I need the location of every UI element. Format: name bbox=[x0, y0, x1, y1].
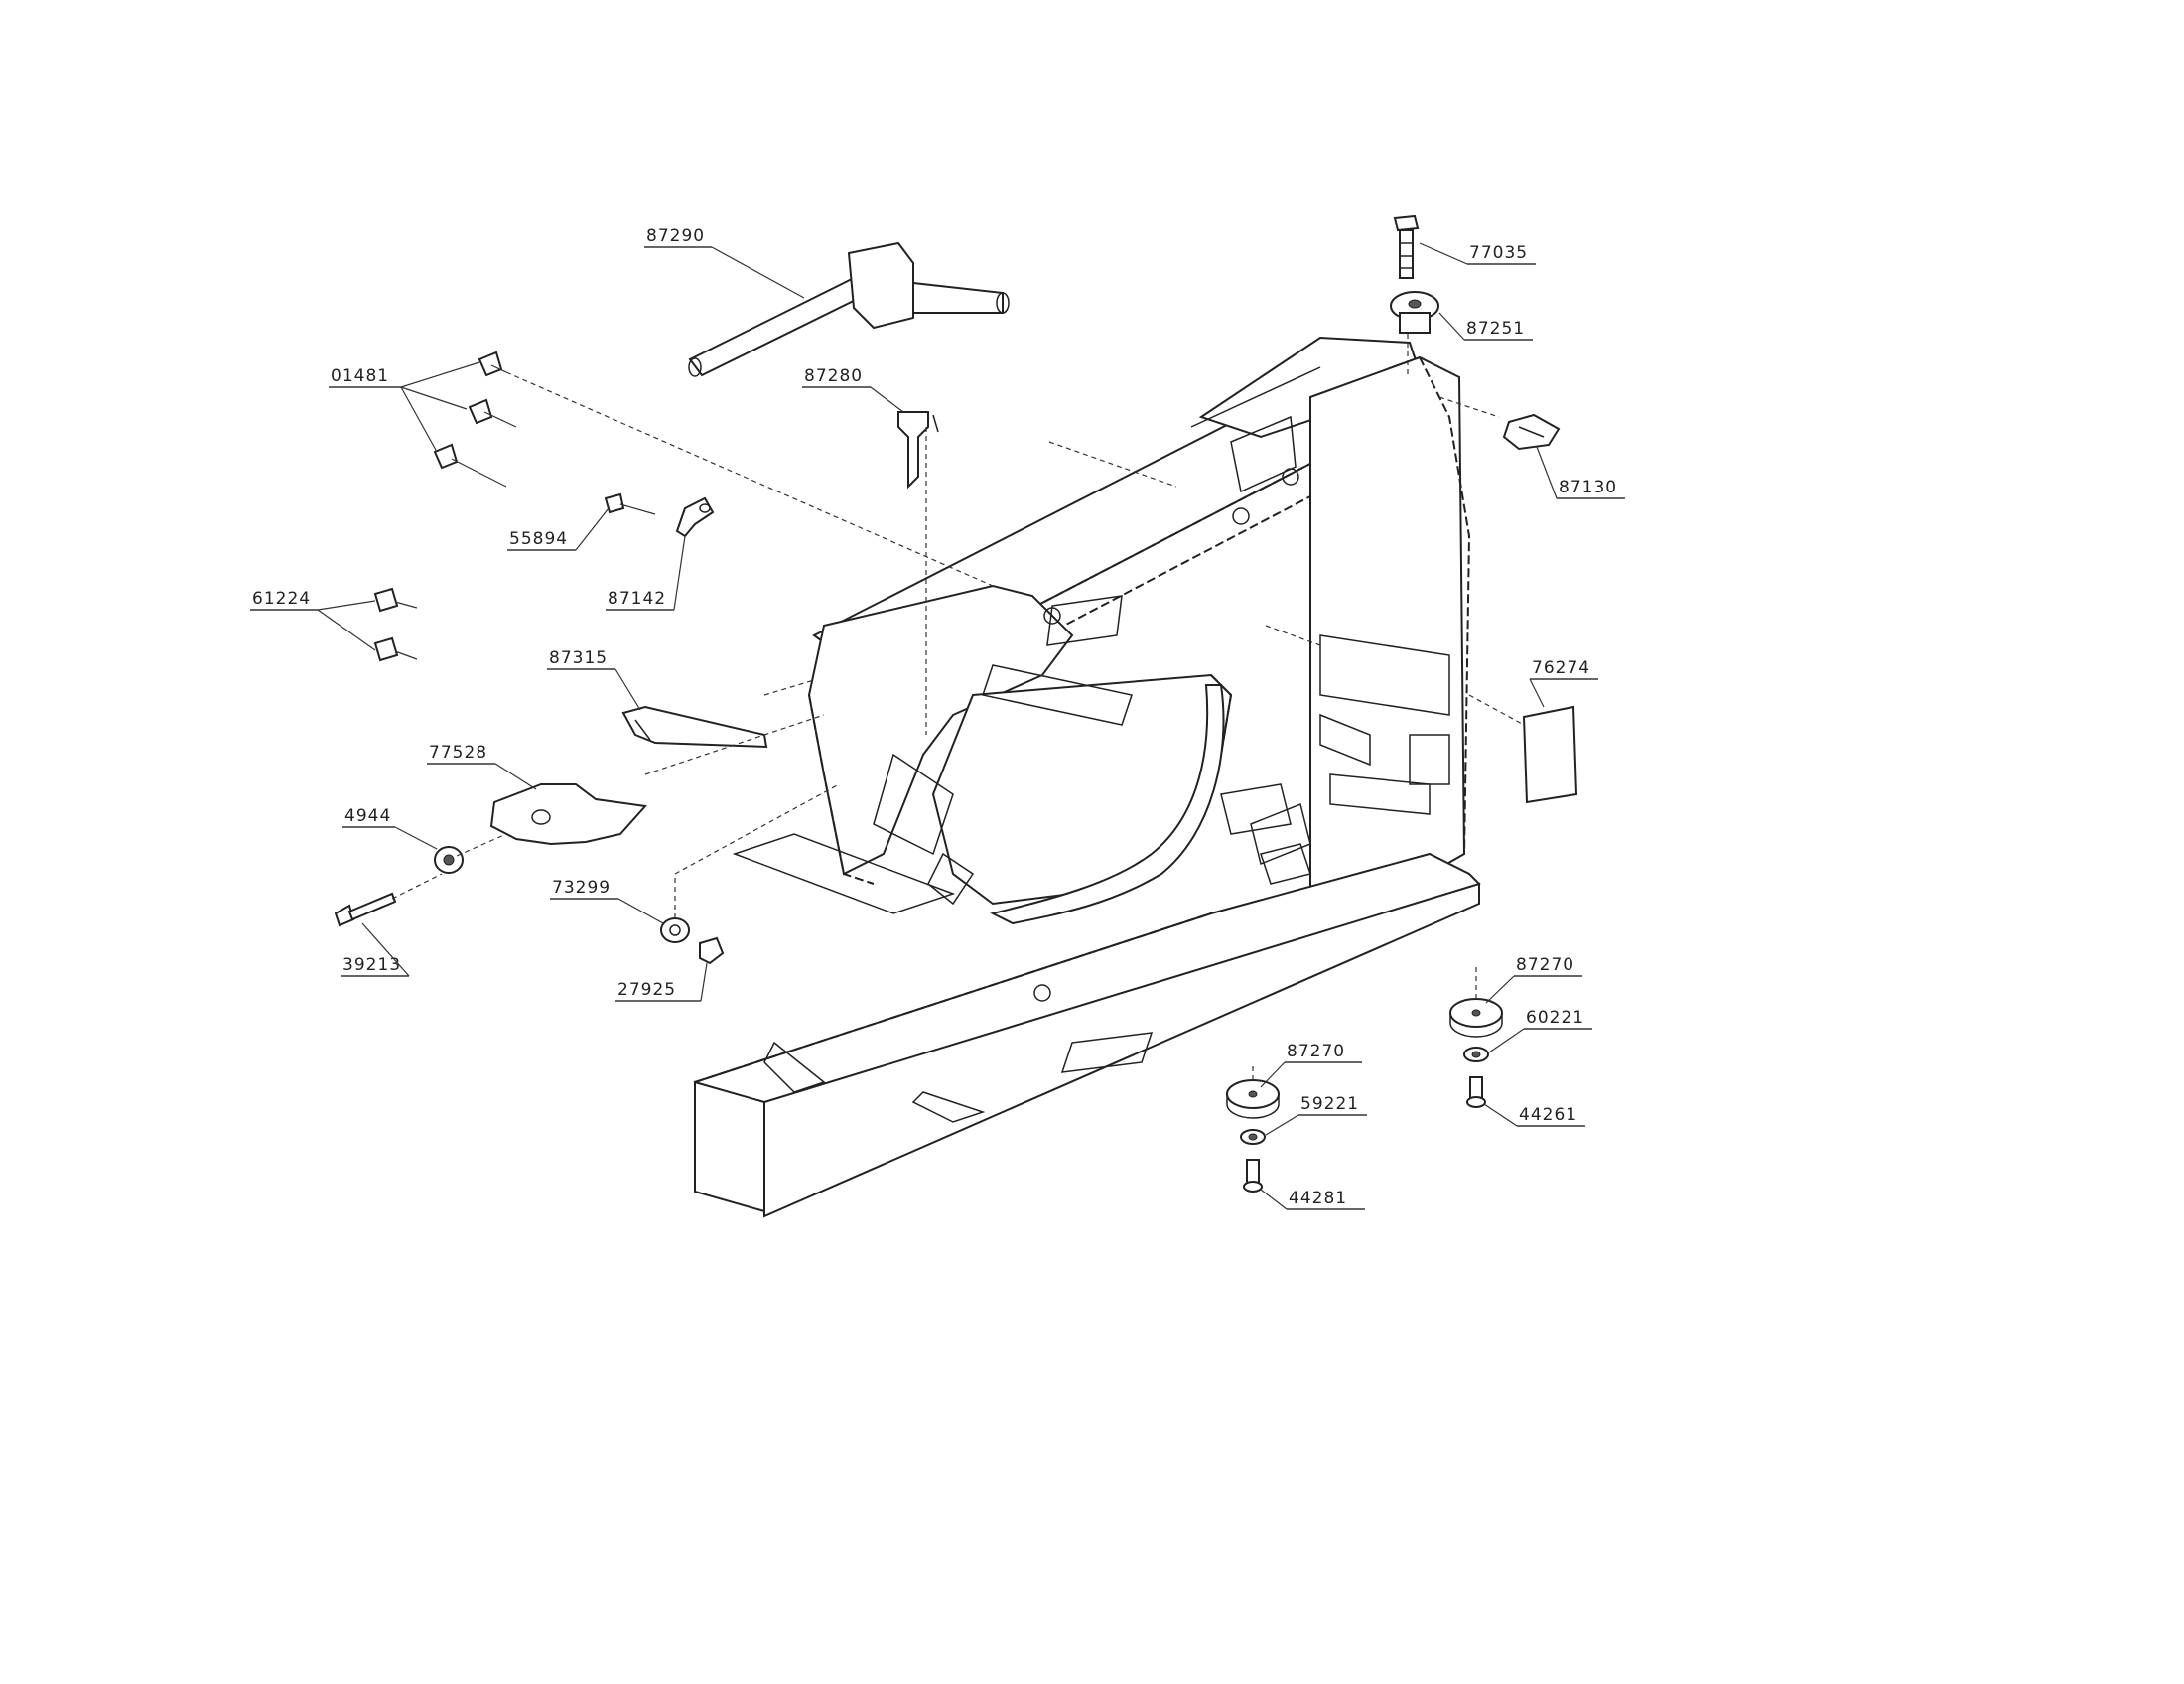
foot-set-a bbox=[1226, 1079, 1280, 1193]
part-label-87142: 87142 bbox=[606, 535, 686, 611]
lever-87315 bbox=[621, 705, 768, 749]
rod-87290 bbox=[688, 241, 1010, 377]
part-label-01481: 01481 bbox=[329, 361, 480, 453]
screws-01481 bbox=[433, 351, 517, 488]
svg-text:59221: 59221 bbox=[1300, 1094, 1359, 1114]
svg-text:87130: 87130 bbox=[1559, 478, 1617, 497]
svg-text:77035: 77035 bbox=[1469, 243, 1528, 263]
part-label-77035: 77035 bbox=[1419, 242, 1536, 265]
svg-text:87290: 87290 bbox=[646, 226, 705, 246]
part-label-55894: 55894 bbox=[507, 507, 610, 551]
clip-87130 bbox=[1502, 413, 1561, 451]
bushing-87251 bbox=[1390, 291, 1439, 334]
part-label-60221: 60221 bbox=[1488, 1008, 1592, 1053]
svg-text:87270: 87270 bbox=[1516, 955, 1574, 975]
screw-55894 bbox=[604, 492, 656, 515]
svg-text:87315: 87315 bbox=[549, 648, 608, 668]
part-label-87270-a: 87270 bbox=[1260, 1042, 1362, 1088]
part-label-87251: 87251 bbox=[1438, 312, 1533, 341]
part-label-44281-a: 44281 bbox=[1260, 1189, 1365, 1210]
screws-61224 bbox=[373, 587, 418, 662]
plate-77528 bbox=[489, 783, 647, 846]
part-label-73299: 73299 bbox=[550, 878, 664, 924]
svg-text:60221: 60221 bbox=[1526, 1008, 1584, 1028]
svg-text:01481: 01481 bbox=[331, 366, 389, 386]
part-label-76274: 76274 bbox=[1529, 658, 1598, 708]
svg-text:87270: 87270 bbox=[1287, 1042, 1345, 1061]
part-label-39213: 39213 bbox=[341, 922, 410, 977]
nut-73299 bbox=[660, 917, 690, 943]
svg-text:55894: 55894 bbox=[509, 529, 568, 549]
screw-77035 bbox=[1393, 214, 1420, 279]
part-label-59221-a: 59221 bbox=[1265, 1094, 1367, 1136]
svg-text:77528: 77528 bbox=[429, 743, 487, 763]
part-label-4944: 4944 bbox=[342, 806, 438, 850]
svg-text:44261: 44261 bbox=[1519, 1105, 1577, 1125]
part-label-87280: 87280 bbox=[802, 366, 904, 413]
svg-text:39213: 39213 bbox=[342, 955, 401, 975]
assembly-lines bbox=[391, 334, 1525, 1080]
pin-87280 bbox=[897, 411, 939, 490]
pad-76274 bbox=[1522, 705, 1578, 804]
foot-set-b bbox=[1449, 998, 1503, 1108]
part-label-44261: 44261 bbox=[1483, 1103, 1585, 1127]
svg-text:4944: 4944 bbox=[344, 806, 391, 826]
part-label-87270-b: 87270 bbox=[1485, 955, 1582, 1004]
machine-frame bbox=[693, 336, 1481, 1218]
svg-text:87251: 87251 bbox=[1466, 319, 1525, 339]
svg-text:27925: 27925 bbox=[617, 980, 676, 1000]
clip-27925 bbox=[699, 936, 725, 965]
svg-text:87142: 87142 bbox=[608, 589, 666, 609]
svg-text:61224: 61224 bbox=[252, 589, 311, 609]
screw-39213 bbox=[334, 892, 397, 927]
washer-4944 bbox=[434, 846, 464, 874]
bracket-87142 bbox=[675, 496, 715, 538]
svg-text:44281: 44281 bbox=[1289, 1189, 1347, 1208]
part-label-77528: 77528 bbox=[427, 743, 537, 790]
part-label-87130: 87130 bbox=[1536, 446, 1625, 499]
svg-text:76274: 76274 bbox=[1532, 658, 1590, 678]
part-label-87290: 87290 bbox=[644, 226, 805, 299]
svg-text:73299: 73299 bbox=[552, 878, 611, 898]
part-label-87315: 87315 bbox=[547, 648, 641, 711]
part-label-61224: 61224 bbox=[250, 589, 376, 651]
svg-text:87280: 87280 bbox=[804, 366, 863, 386]
part-label-27925: 27925 bbox=[615, 962, 708, 1002]
